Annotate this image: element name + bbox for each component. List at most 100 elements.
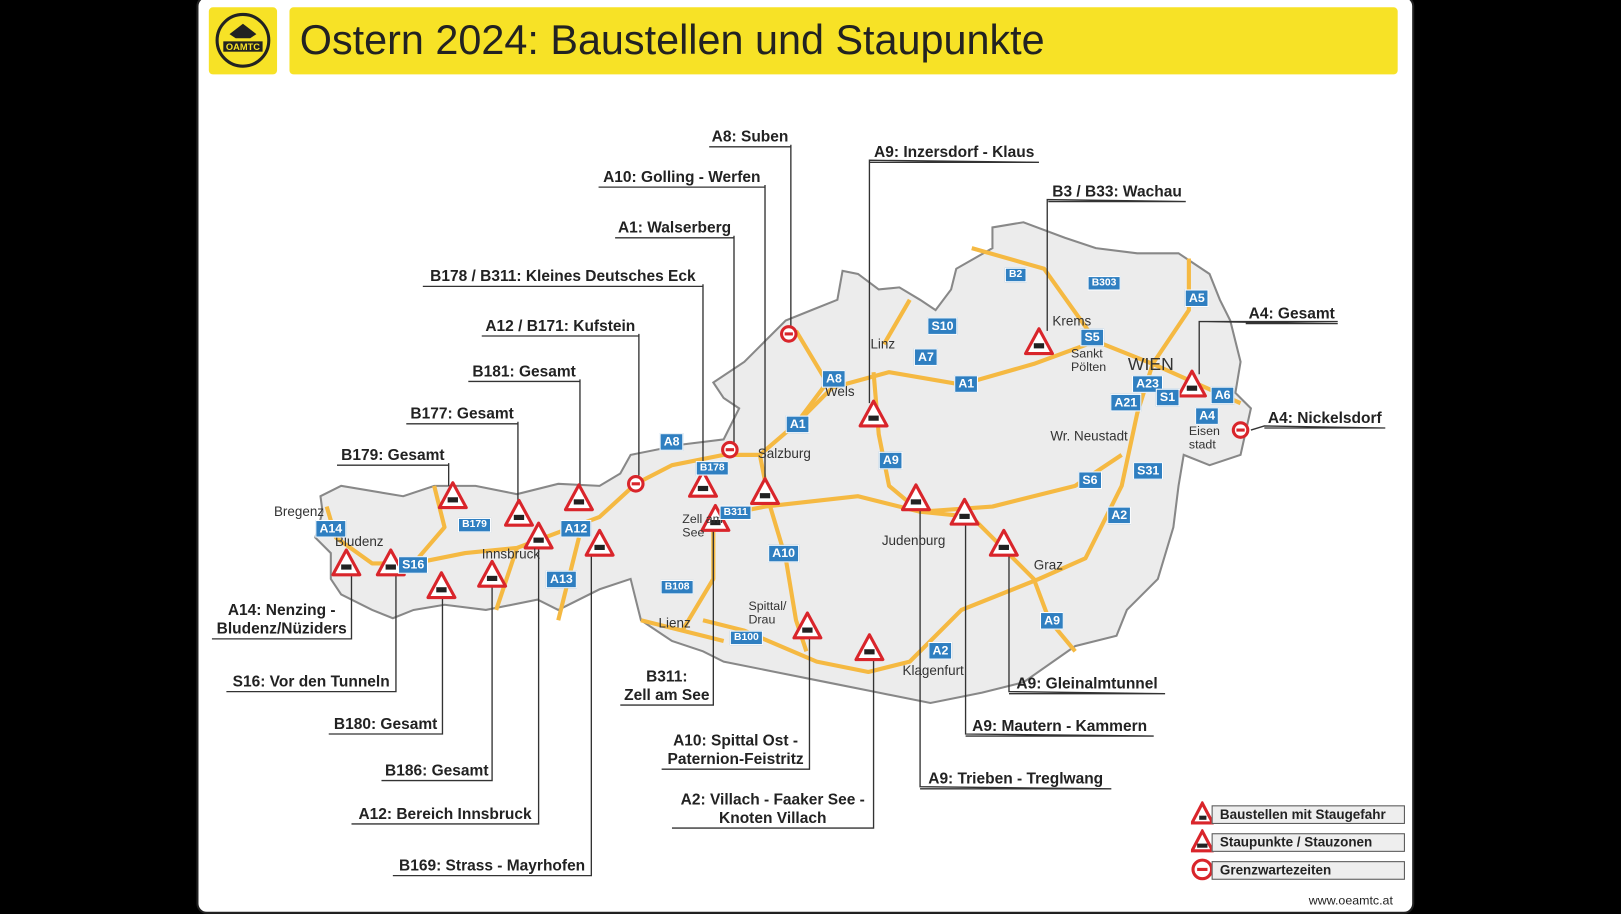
incident-label-line: Bludenz/Nüziders bbox=[216, 620, 347, 638]
marker-glyph bbox=[998, 544, 1009, 550]
incident-label-line: A9: Trieben - Treglwang bbox=[928, 770, 1104, 788]
incident-label: A4: Nickelsdorf bbox=[1264, 409, 1385, 428]
construction-icon bbox=[988, 528, 1019, 557]
incident-label: A14: Nenzing -Bludenz/Nüziders bbox=[212, 602, 352, 639]
road-shield: A9 bbox=[1040, 612, 1065, 630]
road-shield: A13 bbox=[545, 570, 577, 589]
border-wait-icon-bar bbox=[1236, 428, 1245, 432]
construction-icon bbox=[792, 611, 823, 640]
marker-glyph bbox=[513, 514, 525, 521]
road-shield: S1 bbox=[1155, 388, 1180, 407]
road-shield: B303 bbox=[1087, 276, 1121, 291]
city-label: Innsbruck bbox=[481, 545, 541, 562]
marker-glyph bbox=[802, 627, 813, 633]
incident-label-line: A8: Suben bbox=[711, 128, 789, 146]
oeamtc-logo: OAMTC bbox=[208, 7, 278, 75]
road-shield: A1 bbox=[954, 375, 979, 393]
construction-icon bbox=[900, 483, 931, 512]
incident-label-line: B186: Gesamt bbox=[385, 761, 489, 780]
title-bar: Ostern 2024: Baustellen und Staupunkte bbox=[289, 7, 1398, 75]
city-label: Krems bbox=[1052, 313, 1092, 329]
road bbox=[882, 298, 912, 346]
marker-glyph bbox=[868, 415, 879, 421]
legend: Baustellen mit Staugefahr Staupunkte / S… bbox=[1189, 799, 1405, 885]
leader-line bbox=[1046, 198, 1186, 331]
incident-label-line: A1: Walserberg bbox=[617, 219, 732, 237]
incident-label-line: A9: Mautern - Kammern bbox=[972, 717, 1148, 736]
incident-label: B186: Gesamt bbox=[381, 762, 492, 781]
incident-label-line: A10: Spittal Ost - bbox=[673, 731, 799, 750]
incident-label: B311:Zell am See bbox=[620, 668, 713, 705]
incident-label-line: A4: Gesamt bbox=[1248, 304, 1335, 323]
incident-label-line: B178 / B311: Kleines Deutsches Eck bbox=[430, 267, 696, 286]
incident-label: B180: Gesamt bbox=[329, 715, 443, 734]
border-wait-icon-bar bbox=[631, 482, 640, 486]
marker-glyph bbox=[486, 575, 498, 581]
road bbox=[411, 485, 447, 565]
marker-glyph bbox=[710, 520, 721, 526]
incident-label: A4: Gesamt bbox=[1246, 305, 1338, 324]
website-url: www.oeamtc.at bbox=[1308, 893, 1393, 908]
traffic-jam-icon bbox=[375, 548, 406, 577]
page-title: Ostern 2024: Baustellen und Staupunkte bbox=[299, 17, 1045, 64]
incident-label: B3 / B33: Wachau bbox=[1048, 183, 1185, 202]
traffic-jam-icon bbox=[563, 483, 594, 512]
legend-item-construction: Baustellen mit Staugefahr bbox=[1189, 799, 1405, 829]
construction-icon bbox=[1176, 369, 1207, 398]
incident-label: B177: Gesamt bbox=[406, 405, 518, 424]
incident-label: B169: Strass - Mayrhofen bbox=[393, 857, 591, 876]
leader-line bbox=[337, 463, 450, 486]
construction-icon bbox=[1023, 327, 1054, 356]
traffic-jam-icon bbox=[503, 498, 534, 527]
incident-label: A9: Inzersdorf - Klaus bbox=[869, 144, 1039, 163]
legend-item-jam: Staupunkte / Stauzonen bbox=[1189, 827, 1405, 857]
city-label: Bludenz bbox=[334, 533, 384, 549]
marker-glyph bbox=[959, 513, 970, 519]
incident-label: A8: Suben bbox=[709, 128, 791, 147]
leader-line bbox=[381, 586, 493, 782]
marker-glyph bbox=[447, 497, 458, 503]
incident-label-line: A12: Bereich Innsbruck bbox=[358, 805, 532, 823]
incident-label-line: B177: Gesamt bbox=[410, 405, 514, 423]
traffic-jam-icon bbox=[1189, 827, 1216, 853]
leader-line bbox=[1198, 320, 1338, 375]
road-shield: A7 bbox=[913, 348, 939, 366]
road-shield: B108 bbox=[660, 579, 694, 595]
city-label: Sankt Pölten bbox=[1071, 346, 1107, 375]
incident-label-line: Paternion-Feistritz bbox=[667, 750, 804, 769]
city-label: Spittal/ Drau bbox=[748, 598, 787, 627]
road-shield: B311 bbox=[719, 505, 752, 521]
border-wait-icon-bar bbox=[784, 332, 793, 336]
road bbox=[1150, 258, 1191, 366]
incident-label-line: S16: Vor den Tunneln bbox=[232, 673, 390, 691]
road-shield: S10 bbox=[927, 317, 958, 335]
road-shield: A8 bbox=[659, 433, 684, 451]
leader-line bbox=[598, 185, 766, 481]
construction-icon bbox=[1189, 799, 1216, 825]
marker-glyph bbox=[1186, 385, 1198, 391]
incident-label: A9: Mautern - Kammern bbox=[966, 717, 1154, 736]
road-shield: A2 bbox=[1107, 506, 1132, 525]
road-shield: A6 bbox=[1210, 386, 1235, 405]
road-shield: A2 bbox=[928, 641, 953, 660]
leader-line bbox=[211, 574, 353, 640]
road-shield: A4 bbox=[1195, 407, 1220, 425]
marker-glyph bbox=[697, 485, 709, 492]
incident-label-line: B179: Gesamt bbox=[341, 446, 445, 465]
road-shield: S5 bbox=[1080, 328, 1104, 347]
road bbox=[971, 246, 1098, 343]
svg-text:OAMTC: OAMTC bbox=[226, 42, 260, 52]
marker-glyph bbox=[533, 537, 544, 543]
road-shield: B2 bbox=[1004, 267, 1027, 283]
city-label: Wr. Neustadt bbox=[1050, 427, 1128, 444]
leader-line bbox=[351, 547, 540, 825]
marker-glyph bbox=[341, 564, 352, 570]
leader-line bbox=[1250, 425, 1386, 431]
road-shield: A8 bbox=[821, 370, 847, 388]
city-label: WIEN bbox=[1127, 354, 1174, 375]
city-label: Salzburg bbox=[757, 445, 811, 462]
leader-line bbox=[661, 637, 811, 770]
leader-line bbox=[868, 159, 1039, 404]
incident-label-line: A4: Nickelsdorf bbox=[1267, 409, 1382, 427]
